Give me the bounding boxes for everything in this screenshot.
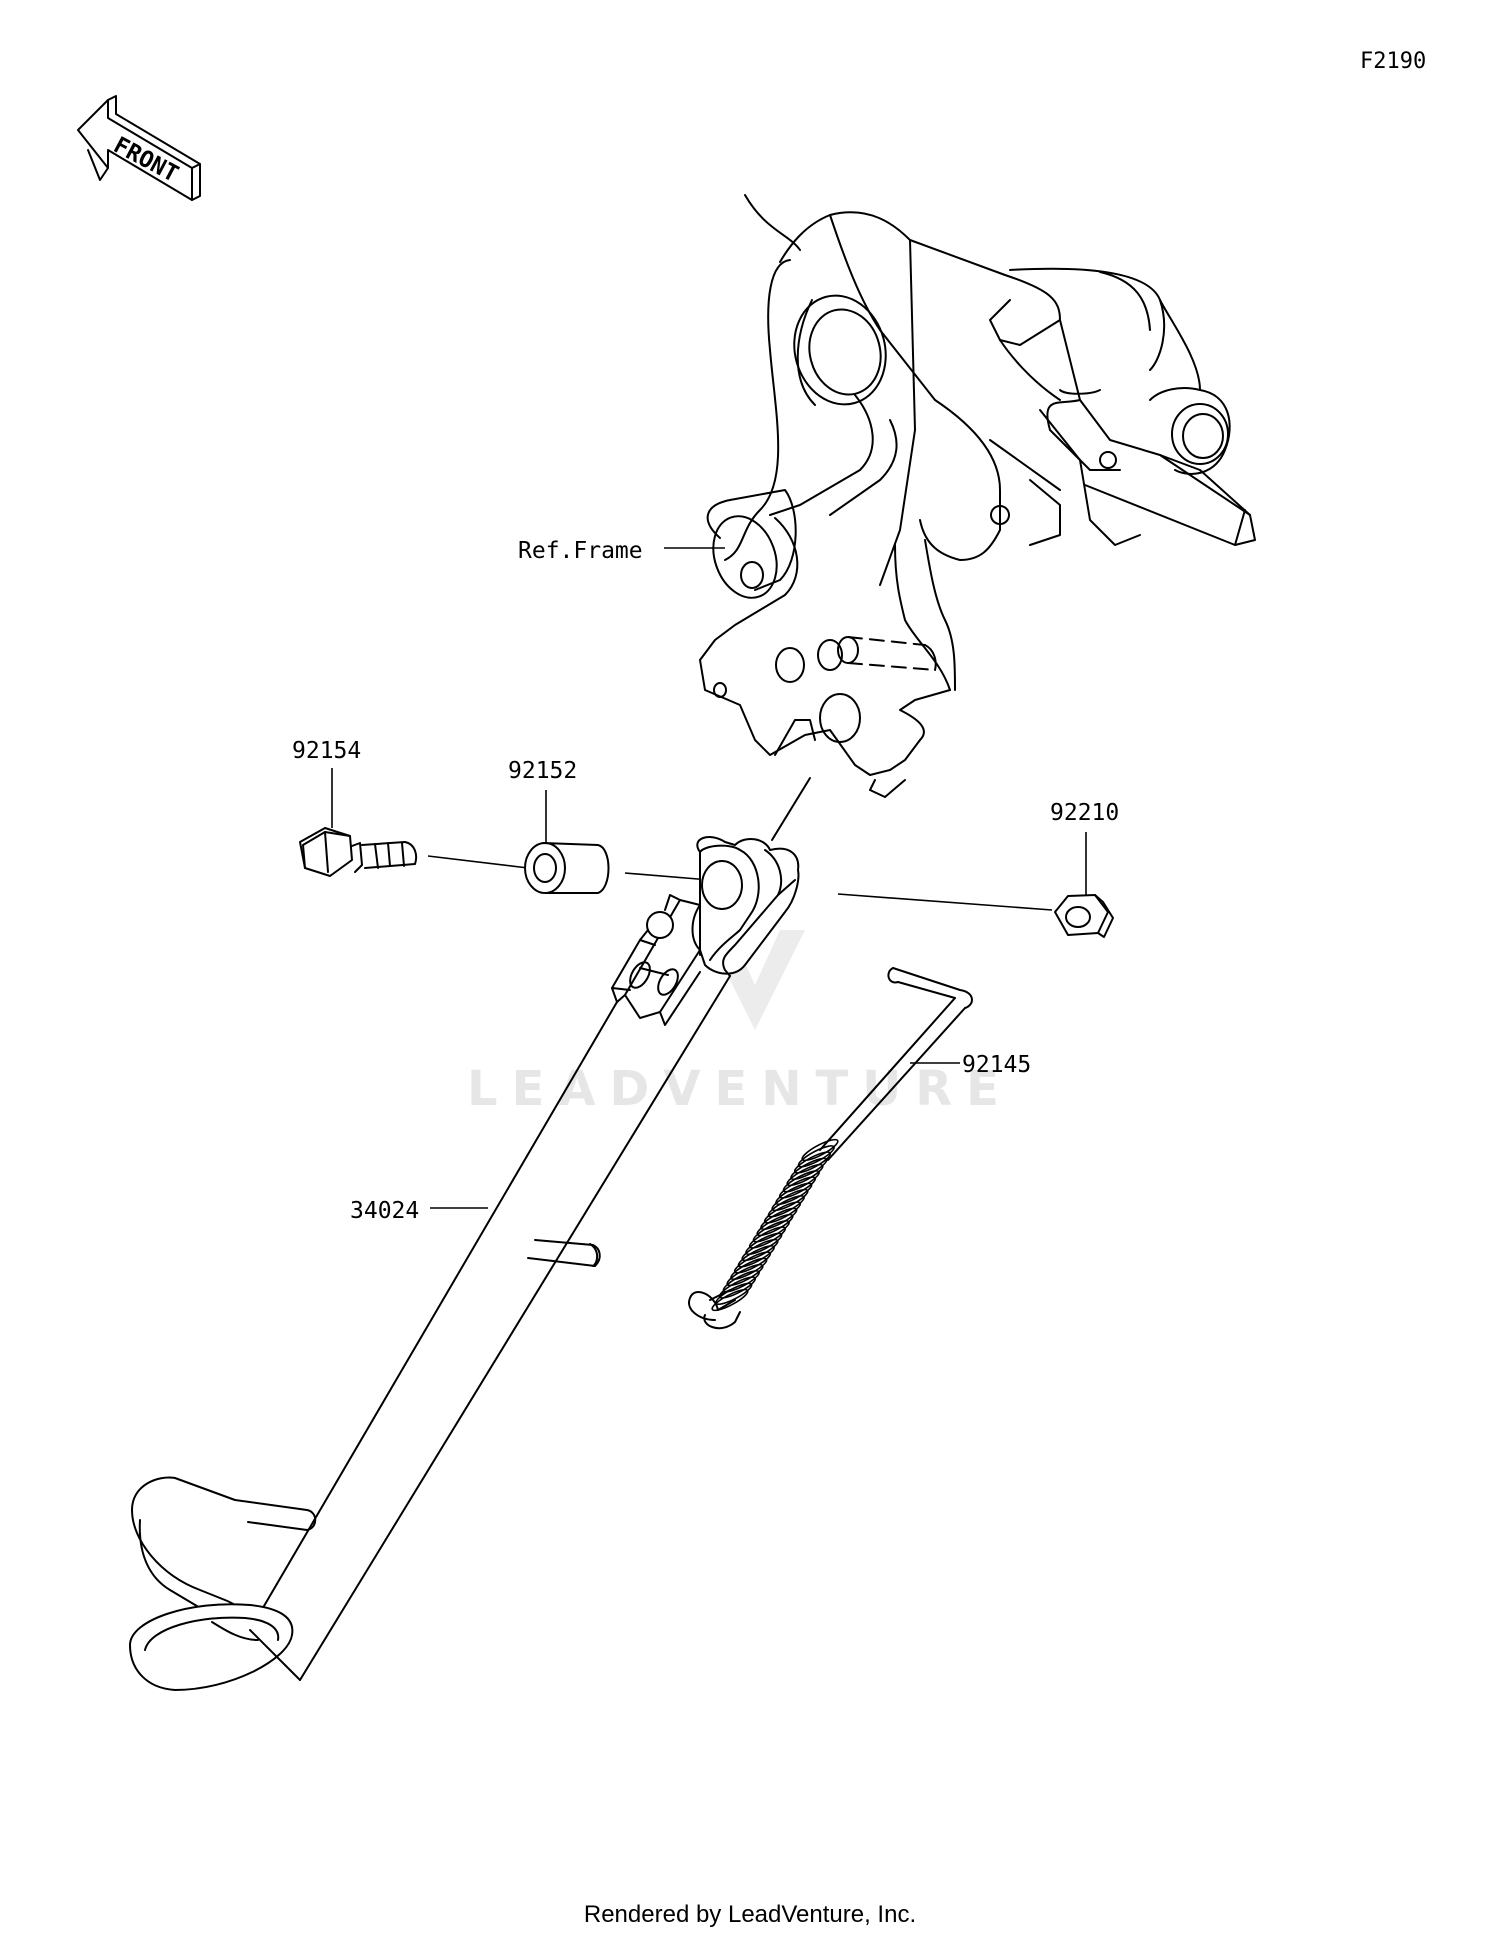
nut-leader — [837, 893, 1053, 911]
collar-part-number: 92152 — [508, 758, 577, 784]
bolt-92154: 92154 — [292, 738, 418, 877]
footer-credit: Rendered by LeadVenture, Inc. — [584, 1901, 916, 1928]
spring-part-number: 92145 — [962, 1052, 1031, 1078]
side-stand-34024: 34024 — [129, 777, 811, 1691]
spring-92145: 92145 — [688, 967, 1031, 1330]
ref-frame-label: Ref.Frame — [518, 538, 643, 564]
spring-coil — [711, 1288, 749, 1312]
frame-reference — [699, 194, 1256, 798]
collar-leader — [624, 872, 711, 881]
nut-92210: 92210 — [1050, 800, 1119, 938]
bolt-part-number: 92154 — [292, 738, 361, 764]
bolt-leader — [427, 855, 529, 869]
collar-92152: 92152 — [508, 758, 610, 894]
front-arrow-icon: FRONT — [77, 95, 201, 201]
stand-part-number: 34024 — [350, 1198, 419, 1224]
nut-part-number: 92210 — [1050, 800, 1119, 826]
watermark-text: LEADVENTURE — [467, 1061, 1013, 1117]
diagram-code: F2190 — [1360, 49, 1426, 74]
